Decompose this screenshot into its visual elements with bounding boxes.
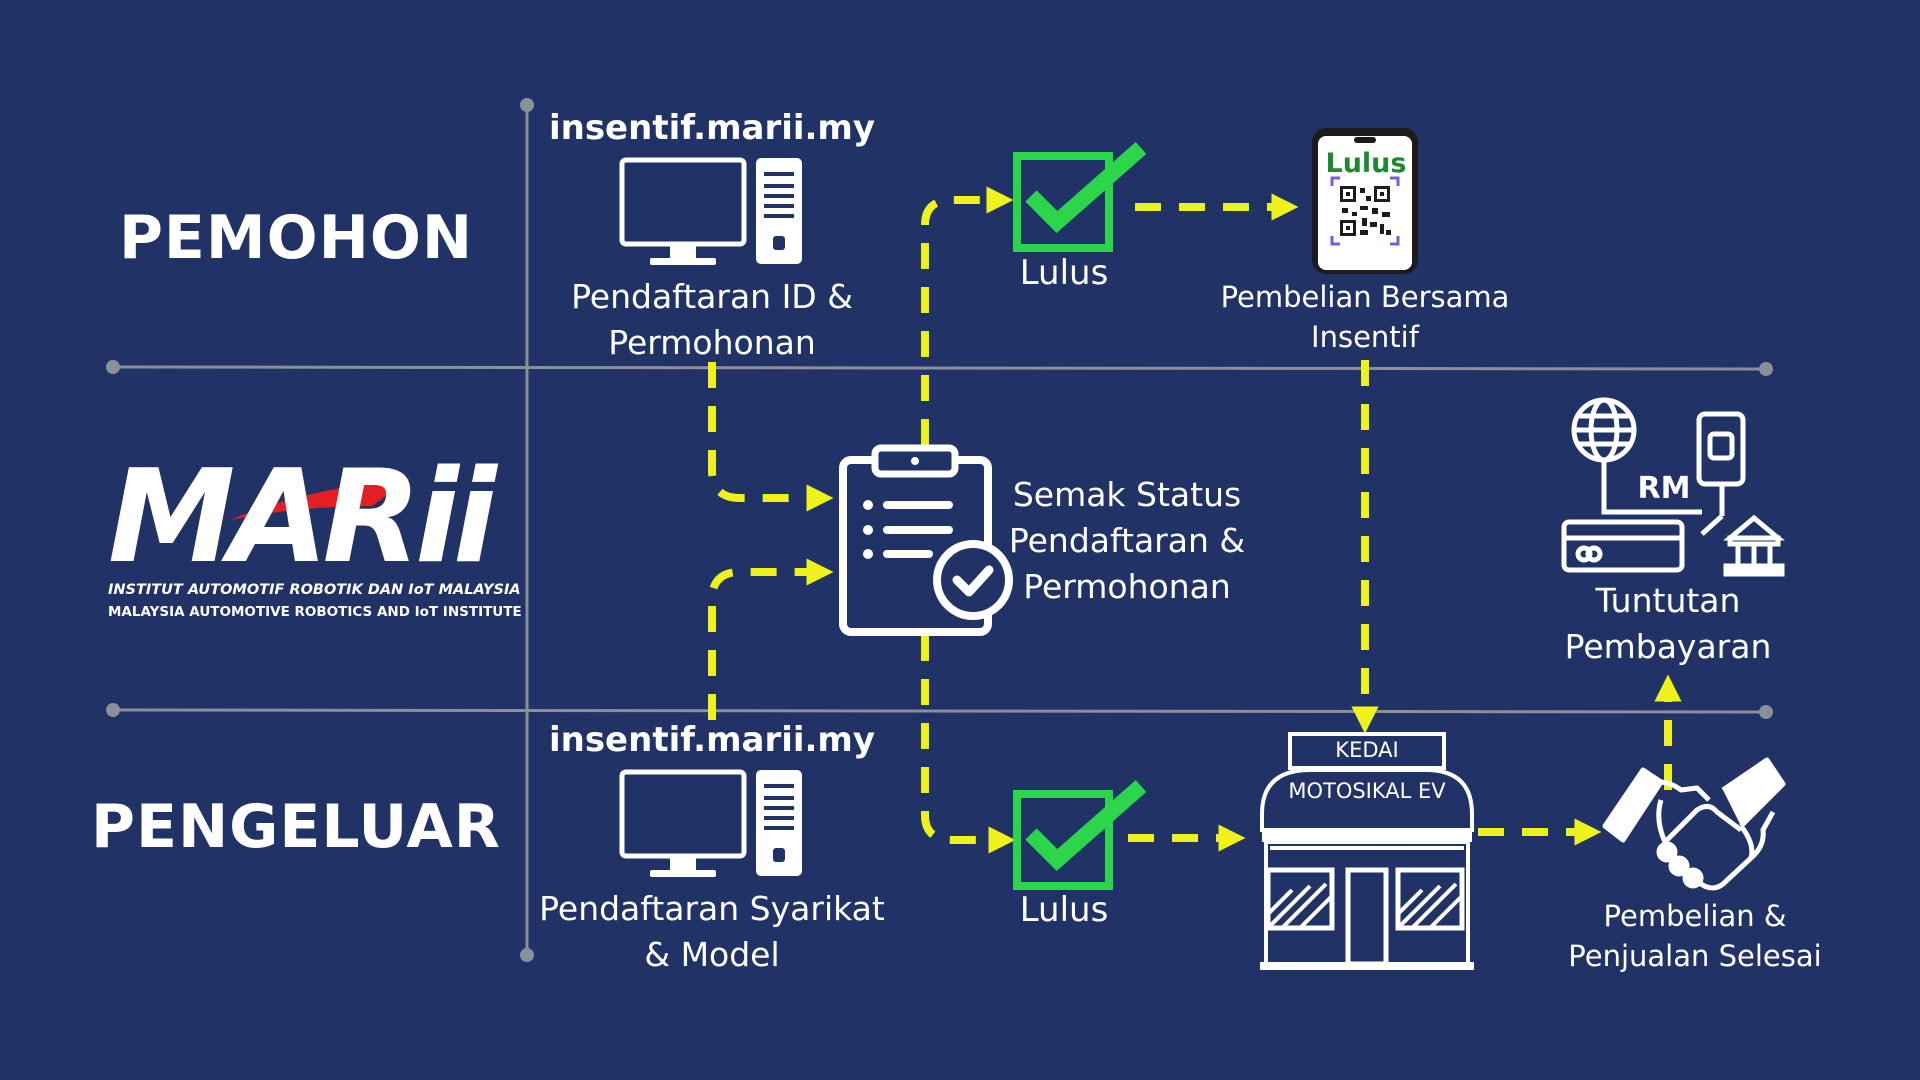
grid-node: [1759, 362, 1773, 376]
logo: MARii INSTITUT AUTOMOTIF ROBOTIK DAN IoT…: [108, 443, 522, 621]
lane-label-pengeluar: PENGELUAR: [90, 792, 501, 862]
approved-label-pengeluar: Lulus: [1019, 890, 1109, 930]
step-claim-line1: Tuntutan: [1595, 581, 1741, 620]
step-check-status-line1: Semak Status: [1012, 475, 1242, 514]
logo-line1: INSTITUT AUTOMOTIF ROBOTIK DAN IoT MALAY…: [108, 582, 521, 598]
flow-arrows: [708, 186, 1682, 854]
shop-icon: [1260, 732, 1474, 970]
step-purchase-line2: Insentif: [1311, 320, 1419, 354]
grid-node: [1759, 705, 1773, 719]
step-deal-line2: Penjualan Selesai: [1568, 939, 1822, 973]
desktop-computer-icon: [619, 157, 802, 265]
lane-grid: [106, 98, 1773, 962]
logo-swoosh: [230, 478, 410, 520]
desktop-computer-icon: [619, 769, 802, 877]
phone-qr-icon: [1312, 128, 1418, 274]
handshake-icon: [1602, 757, 1786, 891]
payment-network-icon: [1561, 397, 1785, 577]
step-claim-payment: Tuntutan Pembayaran: [1528, 578, 1808, 670]
phone-approved-text: Lulus: [1325, 148, 1407, 179]
grid-node: [520, 98, 534, 112]
step-claim-line2: Pembayaran: [1564, 627, 1772, 666]
arrow-company-to-status: [708, 558, 834, 720]
step-register-company-line1: Pendaftaran Syarikat: [539, 889, 885, 928]
step-check-status-line2: Pendaftaran &: [1008, 521, 1246, 560]
step-deal-complete: Pembelian & Penjualan Selesai: [1545, 896, 1845, 976]
arrow-register-to-status: [708, 362, 834, 512]
step-register-company: Pendaftaran Syarikat & Model: [512, 886, 912, 978]
grid-node: [520, 948, 534, 962]
approved-check-icon: [1013, 141, 1147, 252]
step-register-id-line1: Pendaftaran ID &: [571, 277, 853, 316]
step-register-company-line2: & Model: [644, 935, 780, 974]
currency-label: RM: [1638, 471, 1691, 506]
grid-line-bottom: [112, 708, 1767, 714]
clipboard-check-icon: [839, 444, 1013, 636]
step-check-status: Semak Status Pendaftaran & Permohonan: [977, 472, 1277, 610]
shop-name-text: MOTOSIKAL EV: [1288, 779, 1446, 803]
step-deal-line1: Pembelian &: [1603, 899, 1787, 933]
approved-label-pemohon: Lulus: [1019, 253, 1109, 293]
lane-label-pemohon: PEMOHON: [118, 203, 474, 273]
shop-sign-text: KEDAI: [1335, 738, 1399, 762]
approved-check-icon: [1013, 779, 1147, 890]
step-check-status-line3: Permohonan: [1023, 567, 1231, 606]
step-register-id-line2: Permohonan: [608, 323, 816, 362]
grid-node: [106, 703, 120, 717]
arrow-status-to-approved-bottom: [921, 635, 1016, 854]
arrow-status-to-approved-top: [921, 186, 1014, 445]
step-purchase-incentive: Pembelian Bersama Insentif: [1165, 277, 1565, 357]
step-purchase-line1: Pembelian Bersama: [1220, 280, 1510, 314]
logo-line2: MALAYSIA AUTOMOTIVE ROBOTICS AND IoT INS…: [108, 604, 522, 620]
grid-line-top: [112, 365, 1767, 371]
portal-url-pengeluar[interactable]: insentif.marii.my: [548, 720, 876, 760]
portal-url-pemohon[interactable]: insentif.marii.my: [548, 108, 876, 148]
step-register-id: Pendaftaran ID & Permohonan: [512, 274, 912, 366]
grid-node: [106, 360, 120, 374]
logo-wordmark: MARii: [108, 443, 497, 592]
